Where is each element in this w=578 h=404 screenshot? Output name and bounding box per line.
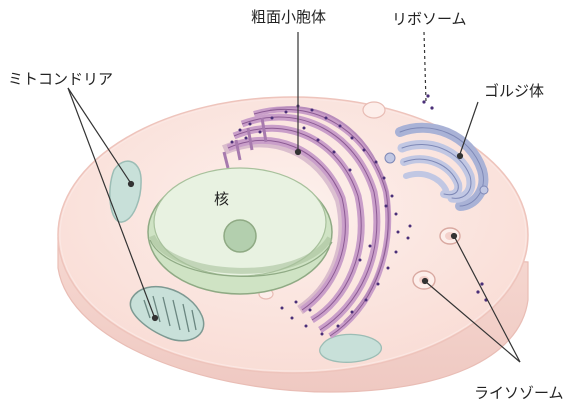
golgi-vesicle xyxy=(385,153,395,163)
cell-inclusion xyxy=(320,334,382,362)
rough-er-label: 粗面小胞体 xyxy=(251,8,326,26)
ribosome-label: リボソーム xyxy=(392,10,467,28)
nucleus-label: 核 xyxy=(214,190,229,208)
golgi-vesicle xyxy=(480,186,488,194)
mitochondria-label: ミトコンドリア xyxy=(8,70,113,88)
lysosome-label: ライソゾーム xyxy=(474,384,564,402)
nucleolus xyxy=(224,220,256,252)
vesicle xyxy=(363,102,385,118)
golgi-label: ゴルジ体 xyxy=(484,82,544,100)
